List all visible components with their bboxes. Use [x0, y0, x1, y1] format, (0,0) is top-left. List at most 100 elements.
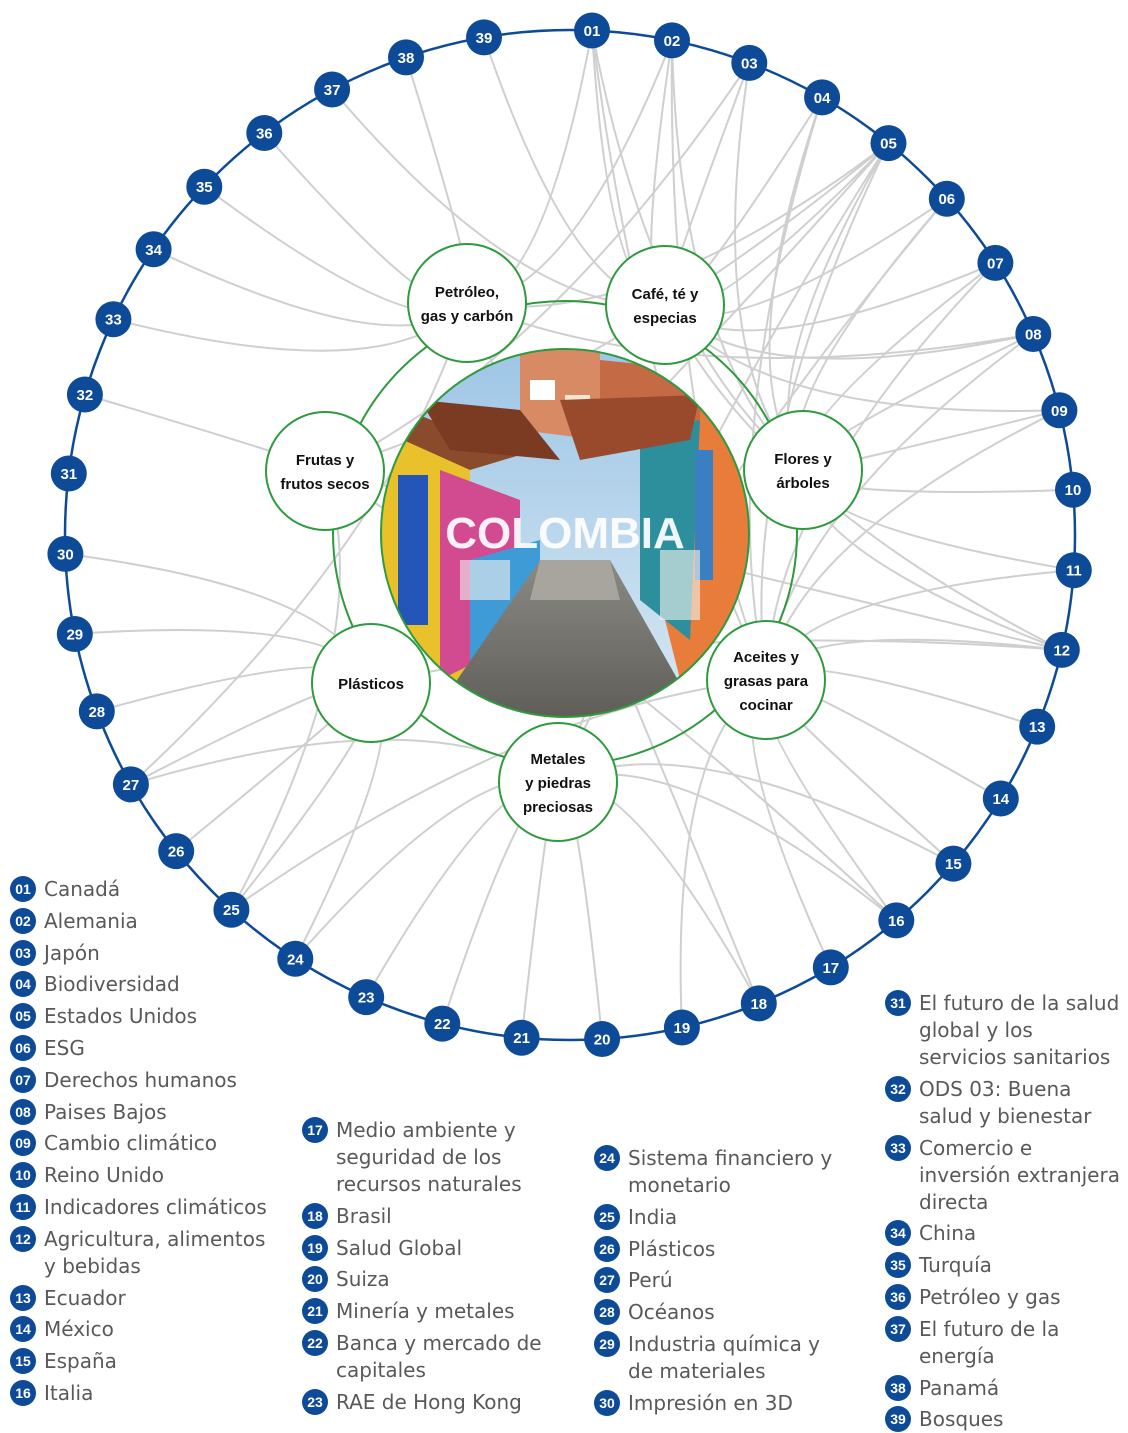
node-37[interactable]: 37	[314, 71, 351, 108]
legend-label: ODS 03: Buena salud y bienestar	[919, 1076, 1092, 1128]
legend-number-badge: 08	[10, 1098, 36, 1125]
node-badge[interactable]	[928, 180, 965, 217]
node-badge[interactable]	[112, 766, 149, 803]
node-badge[interactable]	[1041, 392, 1078, 429]
node-badge[interactable]	[574, 12, 610, 49]
node-21[interactable]: 21	[503, 1019, 540, 1056]
node-32[interactable]: 32	[66, 376, 103, 413]
node-badge[interactable]	[348, 979, 385, 1016]
node-badge[interactable]	[935, 845, 972, 882]
node-23[interactable]: 23	[348, 979, 385, 1016]
node-badge[interactable]	[277, 940, 314, 977]
node-39[interactable]: 39	[466, 19, 502, 56]
legend-number-badge: 19	[302, 1234, 328, 1261]
node-24[interactable]: 24	[277, 940, 314, 977]
legend-label: Suiza	[336, 1267, 390, 1292]
node-15[interactable]: 15	[935, 845, 972, 882]
node-badge[interactable]	[50, 455, 87, 492]
node-33[interactable]: 33	[95, 301, 132, 338]
legend-number-badge: 04	[10, 971, 36, 998]
node-27[interactable]: 27	[112, 766, 149, 803]
node-badge[interactable]	[812, 949, 849, 986]
legend-label: Japón	[44, 940, 100, 965]
node-08[interactable]: 08	[1015, 316, 1052, 352]
link-27-petroleo	[130, 302, 468, 786]
node-02[interactable]: 02	[654, 22, 690, 59]
node-badge[interactable]	[1043, 631, 1080, 668]
node-01[interactable]: 01	[574, 12, 610, 49]
node-38[interactable]: 38	[388, 39, 424, 76]
outer-ring	[63, 28, 1077, 1042]
node-badge[interactable]	[584, 1021, 621, 1057]
node-22[interactable]: 22	[424, 1005, 461, 1042]
node-25[interactable]: 25	[213, 891, 250, 928]
legend-label: El futuro de la energía	[919, 1316, 1060, 1368]
node-badge[interactable]	[78, 693, 115, 730]
node-badge[interactable]	[424, 1005, 461, 1042]
node-badge[interactable]	[740, 985, 777, 1022]
node-09[interactable]: 09	[1041, 392, 1078, 429]
node-35[interactable]: 35	[186, 168, 223, 205]
node-19[interactable]: 19	[663, 1009, 700, 1046]
legend-label: China	[919, 1221, 977, 1246]
node-31[interactable]: 31	[50, 455, 87, 492]
legend-label: Italia	[44, 1381, 94, 1405]
node-13[interactable]: 13	[1019, 708, 1056, 745]
node-14[interactable]: 14	[982, 780, 1019, 817]
node-badge[interactable]	[47, 535, 84, 572]
node-06[interactable]: 06	[928, 180, 965, 217]
node-18[interactable]: 18	[740, 985, 777, 1022]
legend-label: Canadá	[44, 877, 121, 901]
node-34[interactable]: 34	[135, 231, 172, 268]
node-11[interactable]: 11	[1055, 552, 1092, 589]
node-badge[interactable]	[663, 1009, 700, 1046]
node-26[interactable]: 26	[158, 833, 195, 870]
node-36[interactable]: 36	[246, 115, 283, 151]
node-10[interactable]: 10	[1055, 471, 1091, 508]
node-28[interactable]: 28	[78, 693, 115, 730]
node-number: 14	[992, 791, 1009, 808]
node-badge[interactable]	[246, 115, 283, 151]
node-badge[interactable]	[870, 125, 907, 162]
node-badge[interactable]	[56, 616, 93, 652]
node-badge[interactable]	[1015, 316, 1052, 352]
node-badge[interactable]	[186, 168, 223, 205]
node-badge[interactable]	[1055, 552, 1092, 589]
node-29[interactable]: 29	[56, 616, 93, 652]
node-badge[interactable]	[213, 891, 250, 928]
node-badge[interactable]	[388, 39, 424, 76]
node-badge[interactable]	[66, 376, 103, 413]
node-number: 30	[57, 546, 74, 563]
node-12[interactable]: 12	[1043, 631, 1080, 668]
node-badge[interactable]	[654, 22, 690, 59]
node-07[interactable]: 07	[977, 244, 1014, 281]
node-20[interactable]: 20	[584, 1021, 621, 1057]
node-badge[interactable]	[503, 1019, 540, 1056]
node-badge[interactable]	[977, 244, 1014, 281]
node-30[interactable]: 30	[47, 535, 84, 572]
node-badge[interactable]	[731, 44, 768, 81]
node-badge[interactable]	[135, 231, 172, 268]
node-05[interactable]: 05	[870, 125, 907, 162]
node-badge[interactable]	[158, 833, 195, 870]
hub-circle	[605, 245, 725, 365]
node-badge[interactable]	[95, 301, 132, 338]
node-badge[interactable]	[1019, 708, 1056, 745]
legend-label: Medio ambiente y seguridad de los recurs…	[336, 1118, 522, 1196]
node-badge[interactable]	[804, 79, 841, 116]
node-16[interactable]: 16	[878, 902, 915, 939]
node-badge[interactable]	[314, 71, 351, 108]
node-badge[interactable]	[1055, 471, 1091, 508]
legend-number-badge: 18	[302, 1202, 328, 1229]
node-badge[interactable]	[982, 780, 1019, 817]
node-03[interactable]: 03	[731, 44, 768, 81]
node-badge[interactable]	[466, 19, 502, 56]
node-17[interactable]: 17	[812, 949, 849, 986]
node-badge[interactable]	[878, 902, 915, 939]
node-04[interactable]: 04	[804, 79, 841, 116]
